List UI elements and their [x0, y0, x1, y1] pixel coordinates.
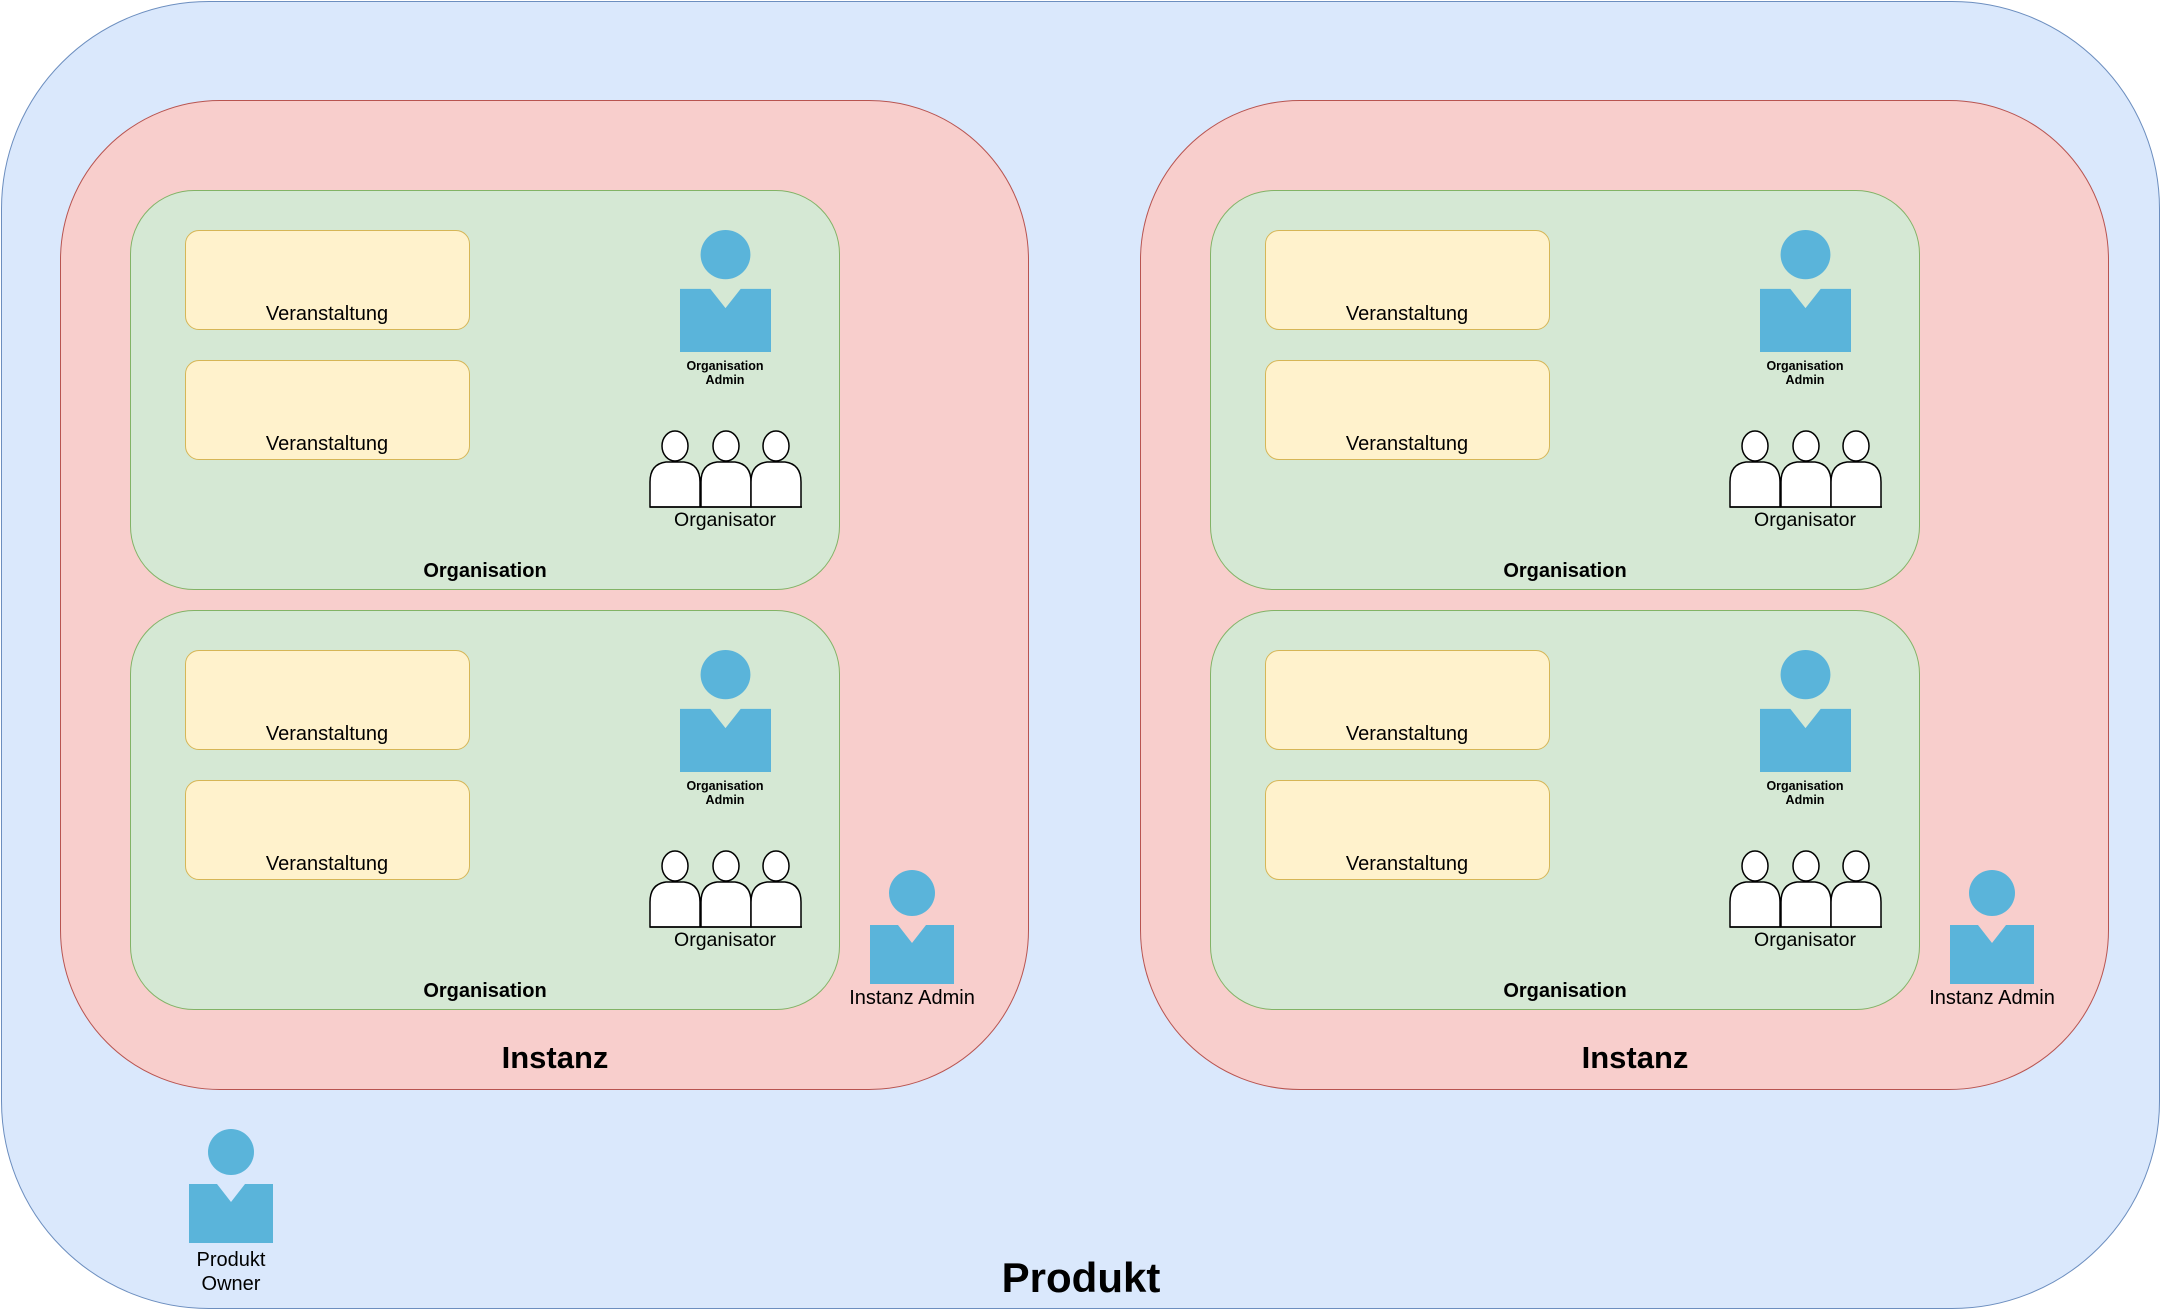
veranstaltung-box	[1265, 780, 1550, 880]
organisator-label: Organisator	[1754, 929, 1856, 951]
user-group-icon	[649, 430, 802, 508]
organisator-label: Organisator	[674, 929, 776, 951]
user-group-icon	[1729, 850, 1882, 928]
instanz-label: Instanz	[501, 1040, 609, 1075]
user-icon	[1950, 870, 2034, 984]
veranstaltung-label: Veranstaltung	[1345, 723, 1469, 745]
user-icon	[1760, 230, 1851, 352]
veranstaltung-box	[185, 360, 470, 460]
instanz-label: Instanz	[1581, 1040, 1689, 1075]
organisation-admin-label-line: Organisation	[1766, 779, 1844, 793]
veranstaltung-label: Veranstaltung	[265, 303, 389, 325]
organisation-label: Organisation	[1503, 980, 1627, 1002]
veranstaltung-box	[1265, 230, 1550, 330]
organisation-admin-label-line: Admin	[705, 373, 745, 387]
organisation-admin-label-line: Organisation	[686, 359, 764, 373]
veranstaltung-box	[1265, 360, 1550, 460]
organisator-label: Organisator	[674, 509, 776, 531]
veranstaltung-label: Veranstaltung	[265, 853, 389, 875]
veranstaltung-box	[185, 230, 470, 330]
organisation-admin-label-line: Admin	[1785, 373, 1825, 387]
organisation-label: Organisation	[1503, 560, 1627, 582]
instanz-admin-label: Instanz Admin	[849, 987, 975, 1009]
user-group-icon	[1729, 430, 1882, 508]
user-icon	[680, 650, 771, 772]
instanz-admin-label: Instanz Admin	[1929, 987, 2055, 1009]
veranstaltung-label: Veranstaltung	[265, 433, 389, 455]
organisation-label: Organisation	[423, 980, 547, 1002]
produkt-owner-label: Produkt Owner	[196, 1249, 266, 1295]
veranstaltung-box	[185, 780, 470, 880]
user-group-icon	[649, 850, 802, 928]
organisation-admin-label-line: Admin	[1785, 793, 1825, 807]
organisation-label: Organisation	[423, 560, 547, 582]
user-icon	[870, 870, 954, 984]
user-icon	[1760, 650, 1851, 772]
user-icon	[680, 230, 771, 352]
veranstaltung-label: Veranstaltung	[1345, 853, 1469, 875]
veranstaltung-label: Veranstaltung	[1345, 303, 1469, 325]
user-icon	[189, 1129, 273, 1243]
veranstaltung-label: Veranstaltung	[1345, 433, 1469, 455]
organisator-label: Organisator	[1754, 509, 1856, 531]
organisation-admin-label-line: Admin	[705, 793, 745, 807]
veranstaltung-box	[185, 650, 470, 750]
produkt-label: Produkt	[1001, 1254, 1161, 1301]
veranstaltung-label: Veranstaltung	[265, 723, 389, 745]
veranstaltung-box	[1265, 650, 1550, 750]
organisation-admin-label-line: Organisation	[686, 779, 764, 793]
organisation-admin-label-line: Organisation	[1766, 359, 1844, 373]
